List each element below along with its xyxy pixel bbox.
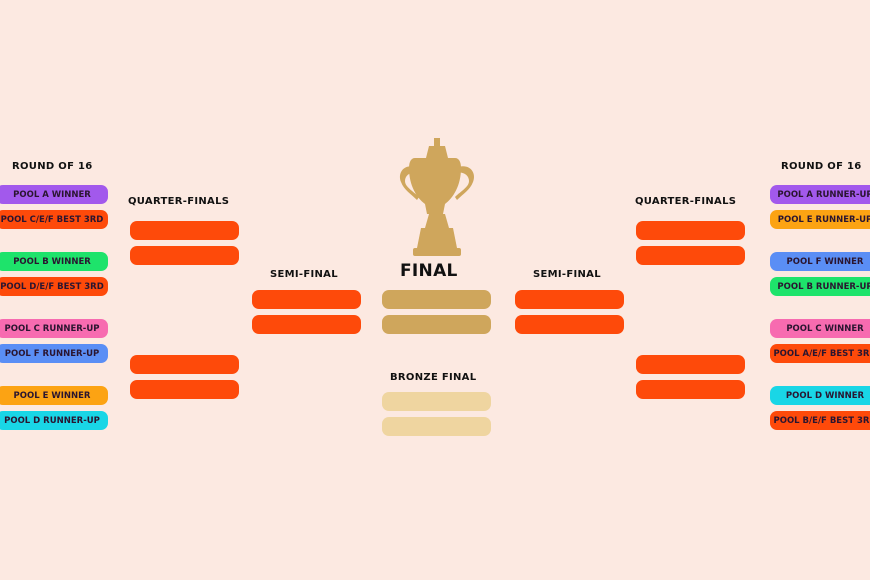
right-round-of-16-slot[interactable]: POOL A/E/F BEST 3RD (770, 344, 870, 363)
right-semi-final-label: SEMI-FINAL (533, 269, 601, 280)
left-round-of-16-slot[interactable]: POOL D RUNNER-UP (0, 411, 108, 430)
right-round-of-16-slot[interactable]: POOL C WINNER (770, 319, 870, 338)
left-round-of-16-slot[interactable]: POOL B WINNER (0, 252, 108, 271)
right-quarter-final-slot[interactable] (636, 355, 745, 374)
left-quarter-final-slot[interactable] (130, 246, 239, 265)
bronze-final-label: BRONZE FINAL (390, 372, 477, 383)
right-semi-final-slot[interactable] (515, 290, 624, 309)
final-slot[interactable] (382, 315, 491, 334)
right-round-of-16-slot[interactable]: POOL A RUNNER-UP (770, 185, 870, 204)
right-round-of-16-label: ROUND OF 16 (781, 161, 862, 172)
left-round-of-16-slot[interactable]: POOL C/E/F BEST 3RD (0, 210, 108, 229)
right-semi-final-slot[interactable] (515, 315, 624, 334)
left-round-of-16-slot[interactable]: POOL D/E/F BEST 3RD (0, 277, 108, 296)
right-quarter-final-slot[interactable] (636, 246, 745, 265)
right-round-of-16-slot[interactable]: POOL B RUNNER-UP (770, 277, 870, 296)
final-slot[interactable] (382, 290, 491, 309)
left-round-of-16-slot[interactable]: POOL A WINNER (0, 185, 108, 204)
left-round-of-16-slot[interactable]: POOL E WINNER (0, 386, 108, 405)
left-semi-final-slot[interactable] (252, 290, 361, 309)
right-quarter-final-slot[interactable] (636, 380, 745, 399)
bronze-final-slot[interactable] (382, 392, 491, 411)
right-quarter-finals-label: QUARTER-FINALS (635, 196, 737, 207)
trophy-icon (399, 138, 475, 256)
right-round-of-16-slot[interactable]: POOL B/E/F BEST 3RD (770, 411, 870, 430)
left-semi-final-slot[interactable] (252, 315, 361, 334)
left-quarter-final-slot[interactable] (130, 380, 239, 399)
left-quarter-final-slot[interactable] (130, 221, 239, 240)
right-round-of-16-slot[interactable]: POOL D WINNER (770, 386, 870, 405)
right-round-of-16-slot[interactable]: POOL E RUNNER-UP (770, 210, 870, 229)
left-round-of-16-slot[interactable]: POOL C RUNNER-UP (0, 319, 108, 338)
left-quarter-final-slot[interactable] (130, 355, 239, 374)
left-round-of-16-label: ROUND OF 16 (12, 161, 93, 172)
left-quarter-finals-label: QUARTER-FINALS (128, 196, 230, 207)
right-quarter-final-slot[interactable] (636, 221, 745, 240)
right-round-of-16-slot[interactable]: POOL F WINNER (770, 252, 870, 271)
final-label: FINAL (400, 261, 458, 281)
left-semi-final-label: SEMI-FINAL (270, 269, 338, 280)
bronze-final-slot[interactable] (382, 417, 491, 436)
left-round-of-16-slot[interactable]: POOL F RUNNER-UP (0, 344, 108, 363)
